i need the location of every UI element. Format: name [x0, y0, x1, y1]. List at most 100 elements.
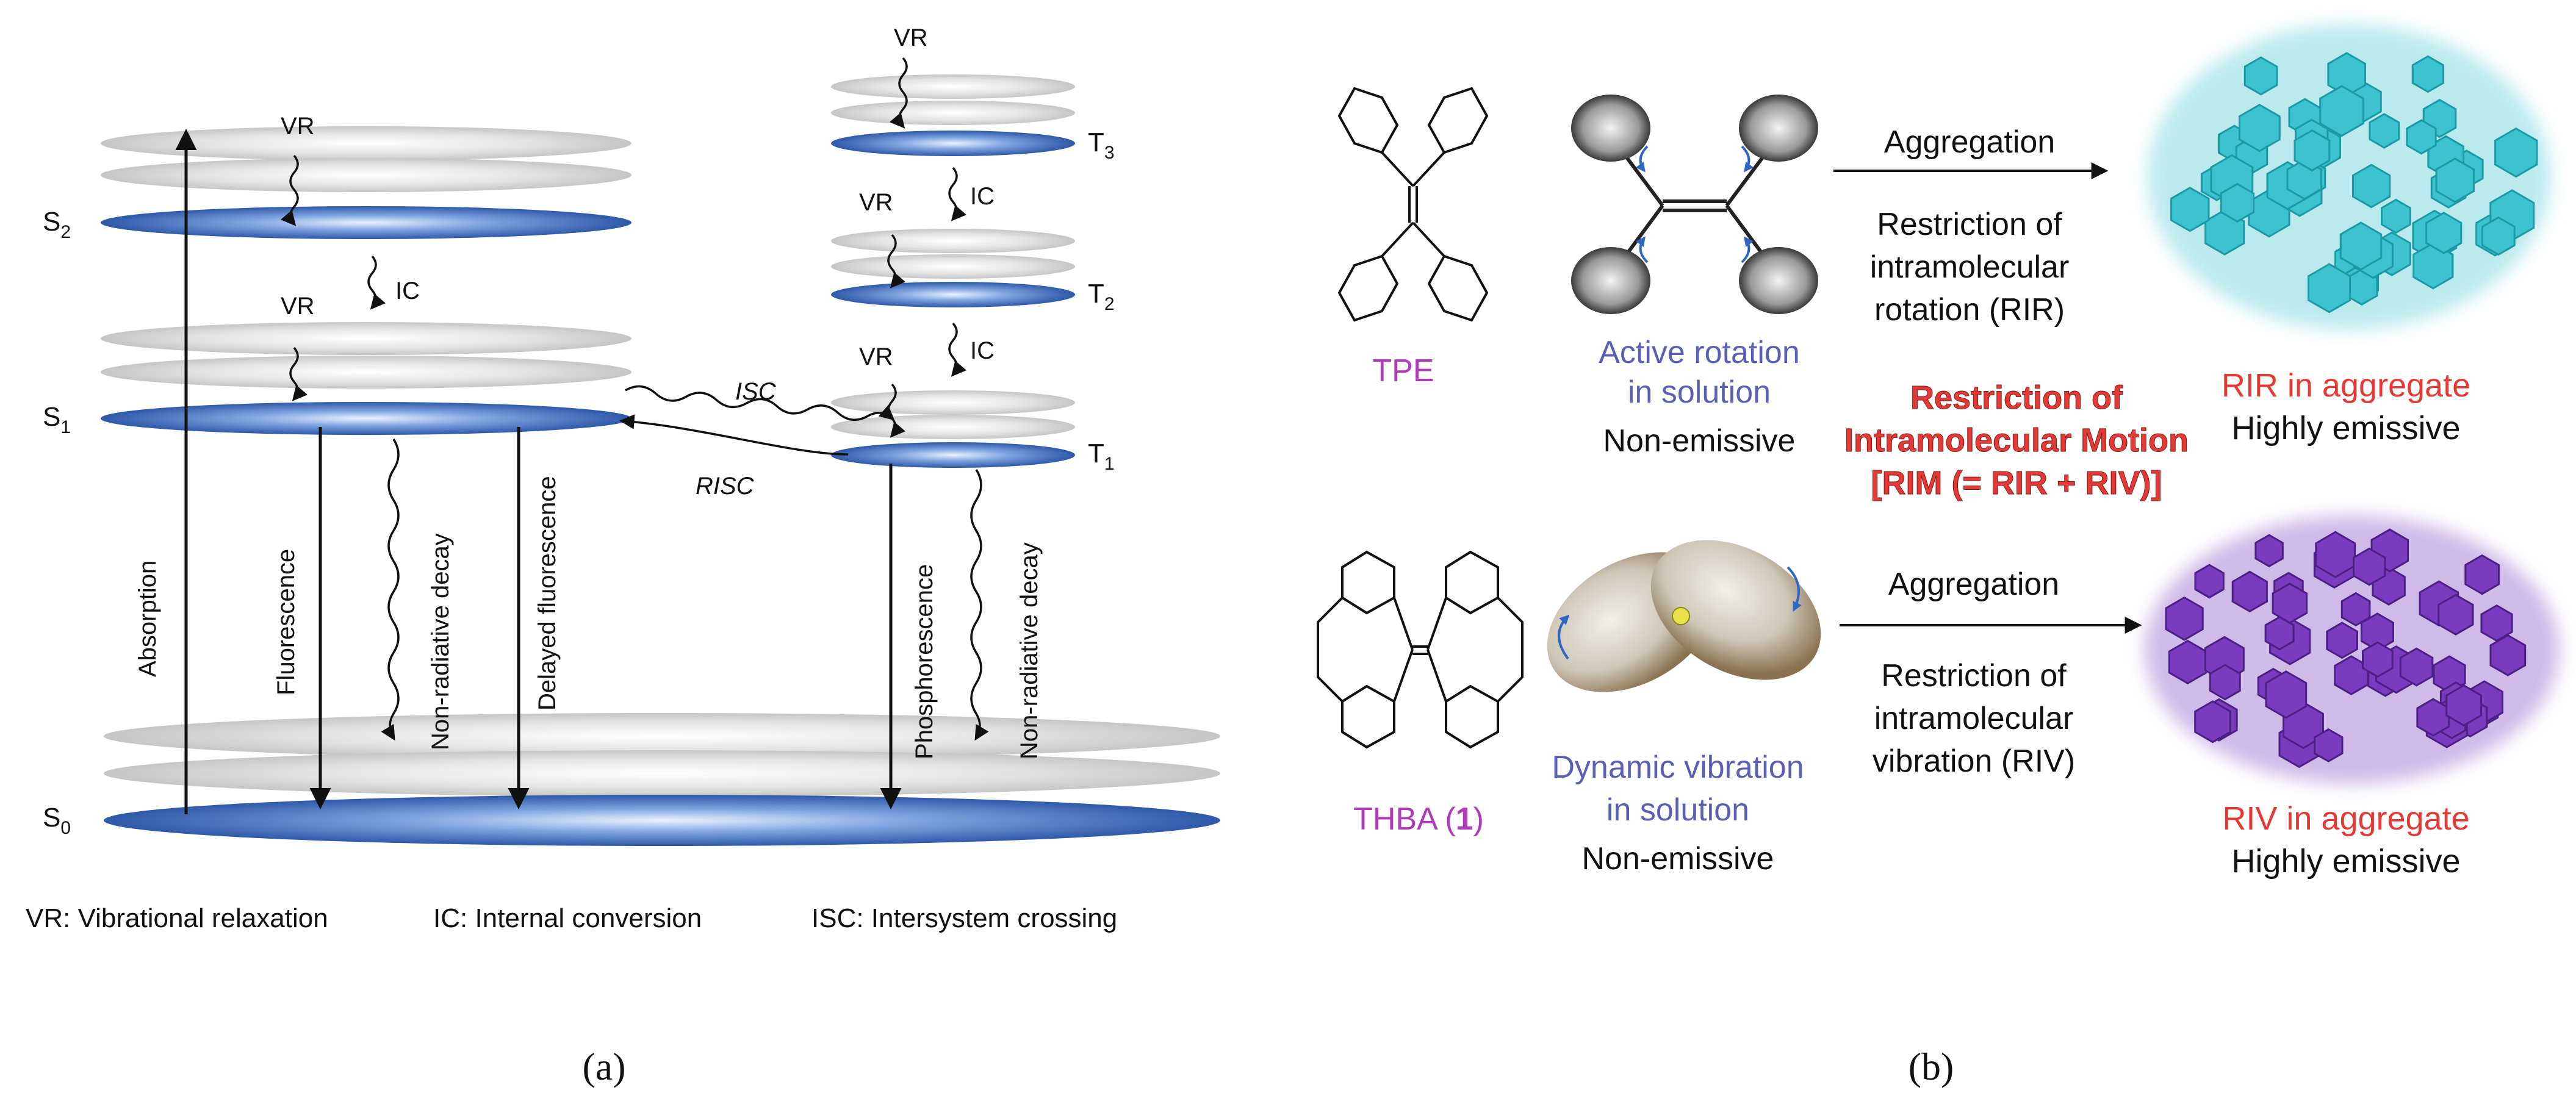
- tpe-structure: [1337, 87, 1489, 322]
- aggregate-hexagon: [2231, 570, 2268, 613]
- aggregate-hexagon: [2315, 531, 2356, 578]
- s1-levels: [101, 322, 631, 435]
- aggregate-hexagon: [2362, 641, 2394, 678]
- aggregate-hexagon: [2264, 615, 2295, 651]
- t2-levels: [831, 229, 1075, 307]
- aggregate-hexagon: [2437, 593, 2474, 636]
- vr-label-t3: VR: [894, 24, 928, 51]
- aggregate-hexagon: [2326, 622, 2358, 659]
- aggregate-hexagon: [2489, 634, 2527, 676]
- aggregate-hexagon: [2464, 554, 2500, 595]
- aggregate-hexagon: [2412, 242, 2454, 290]
- vr-label-s2: VR: [281, 113, 315, 140]
- top-result: RIR in aggregate: [2222, 367, 2470, 404]
- vr-squiggle-t3: [889, 57, 908, 129]
- top-motion-state: Non-emissive: [1603, 423, 1796, 459]
- t3-levels: [831, 74, 1075, 156]
- label-t1: T1: [1088, 439, 1115, 474]
- label-s2: S2: [43, 207, 71, 242]
- risc-label: RISC: [696, 473, 755, 500]
- isc-label: ISC: [735, 378, 777, 405]
- bottom-restriction-line2: intramolecular: [1874, 701, 2074, 736]
- bottom-restriction-line1: Restriction of: [1881, 658, 2067, 694]
- vr-label-t2: VR: [859, 189, 893, 216]
- s2-levels: [101, 126, 631, 239]
- aggregate-hexagon: [2239, 104, 2281, 152]
- rim-line1: Restriction of: [1910, 379, 2123, 416]
- aggregate-hexagon: [2308, 263, 2351, 314]
- ic-squiggle-t2-t1: [948, 322, 967, 377]
- bottom-restriction-line3: vibration (RIV): [1873, 744, 2075, 779]
- legend-isc: ISC: Intersystem crossing: [811, 903, 1117, 933]
- bottom-result: RIV in aggregate: [2222, 800, 2469, 837]
- rim-line2: Intramolecular Motion: [1844, 422, 2189, 459]
- aggregate-hexagon: [2194, 564, 2225, 599]
- rir-aggregate-image: [2148, 24, 2550, 329]
- thba-structure: [1317, 550, 1524, 749]
- isc-arrow: [625, 385, 895, 421]
- aggregate-hexagon: [2165, 596, 2204, 641]
- tpe-name: TPE: [1372, 353, 1434, 389]
- top-motion-line2: in solution: [1628, 375, 1771, 410]
- jablonski-diagram: S2 S1 S0 T3 T2 T1 VR IC VR VR IC VR IC V: [26, 24, 1220, 1088]
- aggregate-hexagon: [2170, 187, 2210, 232]
- aggregate-hexagon: [2209, 664, 2241, 701]
- label-t3: T3: [1088, 127, 1115, 163]
- absorption-label: Absorption: [134, 561, 161, 677]
- rim-line3: [RIM (= RIR + RIV)]: [1871, 465, 2162, 501]
- top-restriction-line3: rotation (RIR): [1874, 292, 2065, 328]
- aggregate-hexagon: [2265, 670, 2308, 719]
- ic-squiggle-t3-t2: [948, 167, 967, 221]
- ic-label-t2-t1: IC: [970, 337, 995, 364]
- aggregate-hexagon: [2220, 182, 2255, 223]
- aggregate-hexagon: [2435, 157, 2475, 203]
- top-motion-line1: Active rotation: [1599, 335, 1800, 370]
- aggregate-hexagon: [2369, 113, 2400, 149]
- top-restriction-line1: Restriction of: [1877, 207, 2062, 242]
- thba-name: THBA (1): [1353, 801, 1484, 837]
- legend-ic: IC: Internal conversion: [433, 903, 702, 933]
- label-t2: T2: [1088, 279, 1115, 314]
- top-aggregation-label: Aggregation: [1884, 124, 2055, 160]
- riv-aggregate-image: [2145, 515, 2560, 784]
- aggregate-hexagon: [2314, 728, 2344, 762]
- rim-mechanism-panel: TPE Active rotation in solution Non-emis…: [1317, 24, 2560, 1088]
- vibrator-icon: [1547, 540, 1821, 692]
- vr-squiggle-s1: [289, 346, 308, 401]
- vr-squiggle-t2: [887, 234, 906, 289]
- vr-squiggle-s2: [280, 154, 299, 226]
- aggregate-hexagon: [2294, 129, 2331, 172]
- aggregate-hexagon: [2339, 221, 2383, 271]
- aggregate-hexagon: [2399, 647, 2434, 687]
- s0-levels: [104, 713, 1220, 846]
- bottom-result-state: Highly emissive: [2231, 843, 2460, 880]
- nonrad-singlet-squiggle: [381, 439, 400, 741]
- aggregate-hexagon: [2480, 604, 2513, 642]
- ic-label-t3-t2: IC: [970, 183, 995, 210]
- aggregate-hexagon: [2254, 534, 2284, 568]
- nonrad-singlet-label: Non-radiative decay: [427, 533, 454, 750]
- top-result-state: Highly emissive: [2231, 410, 2460, 446]
- t1-levels: [831, 390, 1075, 468]
- bottom-aggregation-label: Aggregation: [1888, 567, 2059, 602]
- vr-label-t1: VR: [859, 343, 893, 370]
- label-s1: S1: [43, 402, 71, 437]
- ic-squiggle-s2-s1: [367, 255, 386, 310]
- nonrad-triplet-squiggle: [970, 469, 989, 741]
- aggregate-hexagon: [2340, 592, 2371, 627]
- vr-label-s1: VR: [281, 293, 315, 320]
- caption-a: (a): [582, 1045, 625, 1088]
- top-restriction-line2: intramolecular: [1870, 249, 2070, 285]
- phosphorescence-label: Phosphorescence: [911, 564, 938, 759]
- aggregate-hexagon: [2494, 127, 2538, 178]
- aggregate-hexagon: [2425, 212, 2463, 254]
- aggregate-hexagon: [2406, 119, 2437, 155]
- risc-arrow: [619, 414, 849, 456]
- ic-label-s2-s1: IC: [395, 278, 420, 304]
- aggregate-hexagon: [2445, 684, 2482, 727]
- label-s0: S0: [43, 803, 71, 838]
- aggregate-hexagon: [2481, 216, 2516, 256]
- aggregate-hexagon: [2411, 55, 2445, 93]
- nonrad-triplet-label: Non-radiative decay: [1016, 542, 1043, 759]
